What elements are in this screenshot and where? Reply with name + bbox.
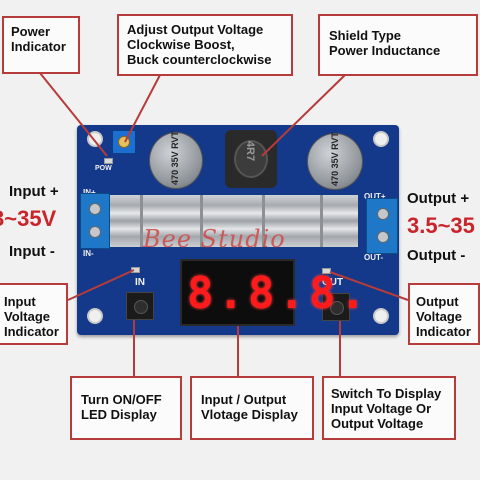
callout-line: Voltage (416, 309, 462, 324)
callout-output-voltage-indicator: Output Voltage Indicator (408, 283, 480, 345)
watermark: Bee Studio (143, 225, 286, 253)
callout-line: Indicator (11, 39, 66, 54)
mounting-hole (87, 308, 103, 324)
callout-line: Power (11, 24, 51, 39)
callout-line: Turn ON/OFF (81, 392, 162, 407)
callout-line: Indicator (4, 324, 59, 339)
screw-icon (377, 208, 389, 220)
input-terminal-block (80, 193, 110, 249)
silk-out-minus: OUT- (364, 253, 384, 262)
potentiometer-screw-icon (118, 136, 130, 148)
mounting-hole (373, 131, 389, 147)
callout-line: Clockwise Boost, (127, 37, 235, 52)
screw-icon (89, 203, 101, 215)
callout-adjust-voltage: Adjust Output Voltage Clockwise Boost, B… (117, 14, 293, 76)
input-range-label: 3~35V (0, 206, 57, 231)
callout-line: Vlotage Display (201, 407, 298, 422)
silk-power: POW (95, 165, 112, 172)
silk-in-plus: IN+ (83, 188, 96, 197)
heatsink-fin (200, 195, 203, 247)
callout-line: Power Inductance (329, 43, 441, 58)
mounting-hole (87, 131, 103, 147)
callout-line: Output (416, 294, 459, 309)
callout-line: Indicator (416, 324, 471, 339)
callout-io-voltage-display: Input / Output Vlotage Display (190, 376, 314, 440)
output-terminal-block (366, 198, 398, 254)
heatsink-fin (140, 195, 143, 247)
screw-icon (377, 231, 389, 243)
callout-line: LED Display (81, 407, 157, 422)
input-plus-label: Input + (9, 183, 59, 200)
output-minus-label: Output - (407, 247, 466, 264)
callout-line: Switch To Display (331, 386, 442, 401)
heatsink-fin (320, 195, 323, 247)
callout-turn-on-off: Turn ON/OFF LED Display (70, 376, 182, 440)
capacitor-right-label: 470 35V RVT (329, 132, 340, 186)
callout-switch-display: Switch To Display Input Voltage Or Outpu… (322, 376, 456, 440)
capacitor-right: 470 35V RVT (307, 132, 363, 190)
silk-in: IN (135, 277, 145, 288)
callout-power-indicator: Power Indicator (2, 16, 80, 74)
output-range-label: 3.5~35 (407, 213, 475, 238)
screw-icon (89, 226, 101, 238)
power-led (104, 158, 113, 164)
shielded-inductor: 4R7 (225, 130, 277, 188)
silk-out-plus: OUT+ (364, 192, 386, 201)
output-voltage-led (322, 268, 331, 274)
callout-input-voltage-indicator: Input Voltage Indicator (0, 283, 68, 345)
callout-shield-inductance: Shield Type Power Inductance (318, 14, 478, 76)
input-voltage-led (131, 267, 140, 273)
callout-line: Input Voltage Or (331, 401, 432, 416)
display-digits: 8.8.8. (187, 268, 370, 319)
mounting-hole (373, 308, 389, 324)
voltage-display: 8.8.8. (180, 259, 366, 326)
silk-in-minus: IN- (83, 249, 94, 258)
callout-line: Adjust Output Voltage (127, 22, 264, 37)
display-power-button[interactable] (126, 292, 154, 320)
callout-line: Input (4, 294, 36, 309)
inductor-label: 4R7 (244, 140, 257, 162)
heatsink-fin (262, 195, 265, 247)
callout-line: Voltage (4, 309, 50, 324)
heatsink (110, 195, 358, 247)
callout-line: Shield Type (329, 28, 401, 43)
callout-line: Output Voltage (331, 416, 424, 431)
callout-line: Input / Output (201, 392, 287, 407)
capacitor-left-label: 470 35V RVT (169, 131, 180, 185)
callout-line: Buck counterclockwise (127, 52, 272, 67)
output-plus-label: Output + (407, 190, 470, 207)
input-minus-label: Input - (9, 243, 55, 260)
voltage-potentiometer (112, 130, 136, 154)
capacitor-left: 470 35V RVT (149, 131, 203, 189)
